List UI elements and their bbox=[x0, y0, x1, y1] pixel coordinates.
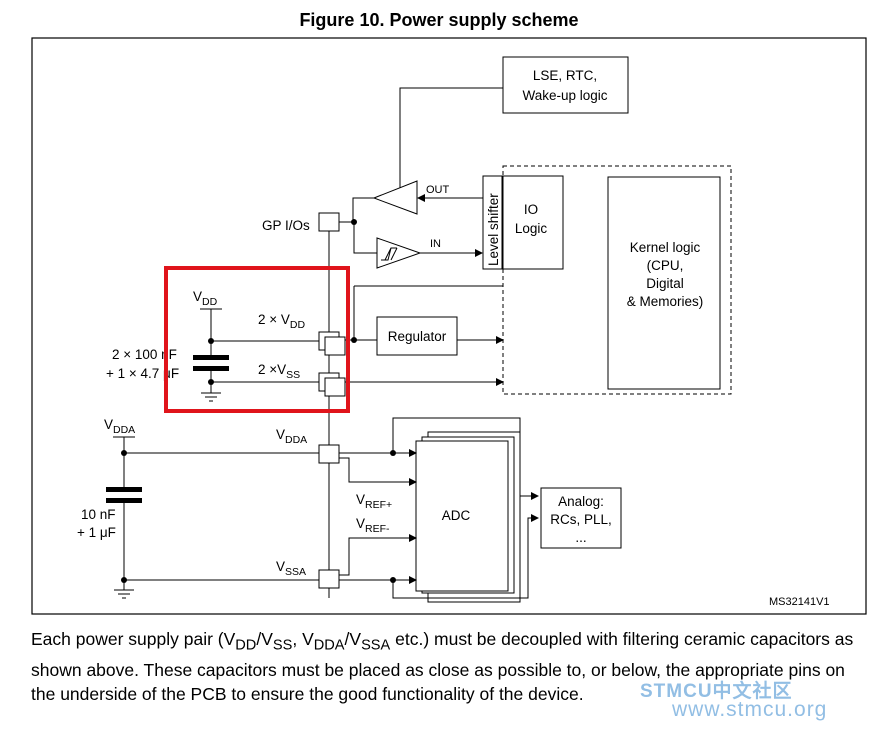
analog-label-2: RCs, PLL, bbox=[550, 512, 612, 527]
figure-code: MS32141V1 bbox=[769, 596, 830, 608]
figure-title: Figure 10. Power supply scheme bbox=[299, 10, 579, 30]
vssa-analog-node bbox=[390, 577, 396, 583]
regulator-label: Regulator bbox=[388, 329, 447, 344]
vref-minus-label: VREF- bbox=[356, 516, 390, 535]
watermark-title: STMCU中文社区 bbox=[640, 681, 793, 702]
adc-label: ADC bbox=[442, 508, 471, 523]
analog-block bbox=[540, 487, 622, 549]
regulator-block bbox=[376, 316, 458, 356]
vdd-pad-2 bbox=[324, 336, 346, 356]
vdd-pins-label: 2 × VDD bbox=[258, 312, 305, 331]
power-supply-diagram: LSE, RTC, Wake-up logic OUT IN GP I/Os L… bbox=[31, 37, 867, 615]
lse-supply-line bbox=[352, 87, 503, 220]
kernel-label-4: & Memories) bbox=[627, 294, 704, 309]
vref-plus-label: VREF+ bbox=[356, 492, 392, 511]
kernel-label-3: Digital bbox=[646, 276, 684, 291]
analog-label-1: Analog: bbox=[558, 494, 604, 509]
capacitor-2-plate-bottom bbox=[106, 498, 142, 503]
vss-pins-label: 2 ×VSS bbox=[258, 362, 300, 381]
capacitor-2-plate-top bbox=[106, 487, 142, 492]
io-logic-label-1: IO bbox=[524, 202, 538, 217]
gpio-label: GP I/Os bbox=[262, 218, 310, 233]
kernel-logic-block bbox=[607, 176, 721, 390]
lse-label-2: Wake-up logic bbox=[522, 88, 607, 103]
ground-icon-2 bbox=[114, 589, 134, 599]
vdda-analog-node bbox=[390, 450, 396, 456]
cap2-label-1: 10 nF bbox=[81, 507, 116, 522]
input-buffer bbox=[376, 237, 422, 269]
in-wire bbox=[353, 222, 377, 254]
vssa-pin-label: VSSA bbox=[276, 559, 306, 578]
lse-label-1: LSE, RTC, bbox=[533, 68, 597, 83]
vref-plus-wire bbox=[339, 457, 417, 486]
cap1-label-2: + 1 × 4.7 μF bbox=[106, 366, 179, 381]
decoupling-highlight bbox=[164, 266, 350, 413]
analog-label-3: ... bbox=[575, 530, 586, 545]
caption-paragraph: Each power supply pair (VDD/VSS, VDDA/VS… bbox=[31, 629, 854, 704]
lse-rtc-block bbox=[502, 56, 629, 114]
capacitor-1-plate-top bbox=[193, 355, 229, 360]
output-buffer bbox=[372, 180, 418, 215]
kernel-label-1: Kernel logic bbox=[630, 240, 701, 255]
cap2-label-2: + 1 μF bbox=[77, 525, 116, 540]
kernel-label-2: (CPU, bbox=[647, 258, 684, 273]
vssa-pad bbox=[318, 569, 340, 589]
core-domain-dashed bbox=[502, 165, 732, 395]
vdda-to-analog bbox=[392, 417, 539, 500]
schmitt-icon bbox=[381, 247, 398, 261]
vdda-pin-label: VDDA bbox=[276, 427, 307, 446]
vdda-pad bbox=[318, 444, 340, 464]
vssa-to-analog bbox=[392, 514, 539, 599]
capacitor-1-plate-bottom bbox=[193, 366, 229, 371]
vref-minus-wire bbox=[339, 534, 417, 576]
vdda-main-label: VDDA bbox=[104, 417, 135, 436]
vss-pad-2 bbox=[324, 377, 346, 397]
io-logic-label-2: Logic bbox=[515, 221, 548, 236]
level-shifter-label: Level shifter bbox=[486, 193, 501, 266]
watermark-url: www.stmcu.org bbox=[672, 698, 828, 721]
out-label: OUT bbox=[426, 184, 450, 196]
io-logic-block bbox=[502, 175, 564, 270]
adc-block bbox=[415, 440, 509, 592]
in-label: IN bbox=[430, 238, 441, 250]
cap1-label-1: 2 × 100 nF bbox=[112, 347, 177, 362]
gpio-pad bbox=[318, 212, 340, 232]
vdd-main-label: VDD bbox=[193, 289, 218, 308]
figure-frame bbox=[31, 37, 867, 615]
ground-icon-1 bbox=[201, 392, 221, 402]
gpio-node bbox=[351, 219, 357, 225]
